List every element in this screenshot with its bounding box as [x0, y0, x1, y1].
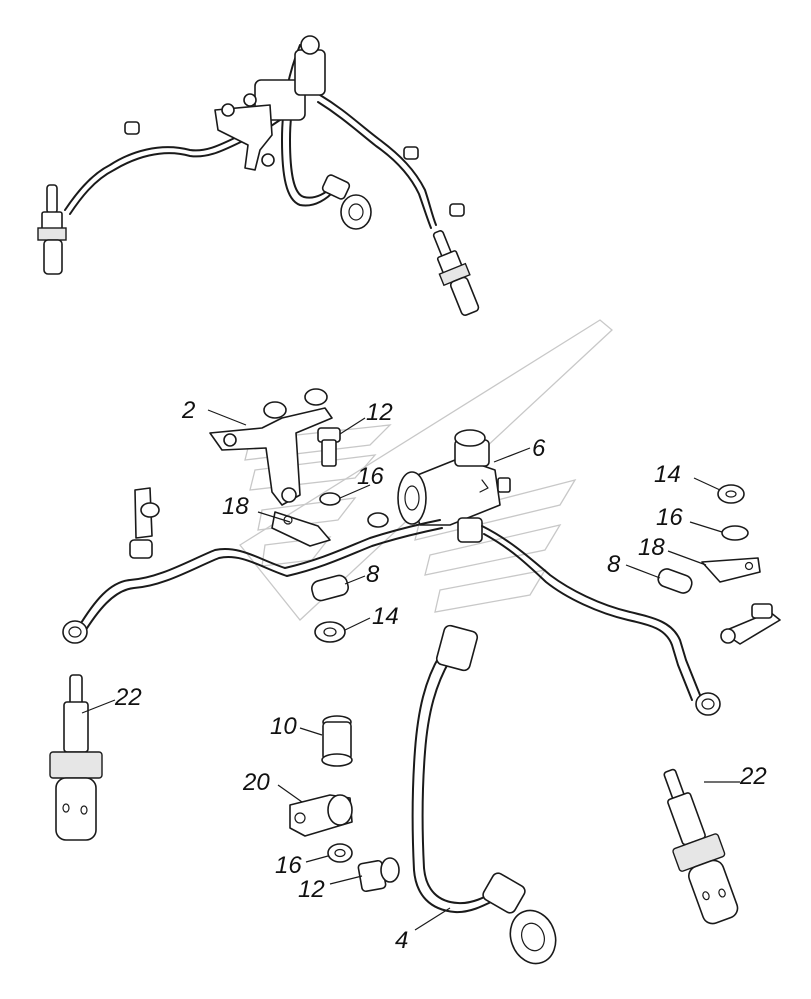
part-18-clamp-right	[701, 557, 761, 583]
callout-20-clamp: 20	[242, 769, 270, 796]
part-6-heater	[397, 429, 511, 543]
clamp-assembled-right	[720, 603, 781, 645]
callout-16-washer-lower: 16	[275, 852, 302, 879]
callout-6-heater: 6	[532, 435, 546, 462]
callout-12-bolt-lower: 12	[298, 876, 325, 903]
part-16-washer-upper	[319, 492, 341, 506]
part-16-washer-lower	[327, 843, 353, 863]
bracket-top	[214, 104, 273, 171]
callout-8-sleeve-center: 8	[366, 561, 380, 588]
part-8-sleeve-right	[657, 568, 693, 594]
callout-22-glow-plug-right: 22	[739, 763, 767, 790]
part-18-clamp-left	[271, 511, 331, 547]
callout-18-clamp-right: 18	[638, 534, 665, 561]
glow-plug-top-right	[432, 230, 480, 316]
callout-2-bracket: 2	[181, 397, 195, 424]
banjo-fitting-top	[340, 194, 372, 230]
callout-14-nut-center: 14	[372, 603, 399, 630]
callout-leaders	[81, 409, 740, 931]
callout-labels: 2 12 6 16 18 14 16 18 8 8 14 22 10 20 16…	[114, 397, 767, 954]
part-12-bolt-lower	[357, 857, 400, 893]
part-8-sleeve-center	[311, 574, 349, 602]
part-22-glow-plug-left	[49, 674, 103, 841]
assembled-harness-view	[37, 35, 480, 316]
part-14-nut-right	[717, 484, 745, 504]
part-20-clamp	[289, 794, 353, 837]
part-4-hose	[411, 624, 557, 965]
callout-14-nut-right: 14	[654, 461, 681, 488]
part-12-bolt-upper	[317, 427, 341, 467]
callout-4-hose: 4	[395, 927, 408, 954]
fuel-pipe-main	[62, 487, 721, 716]
part-16-washer-right	[721, 525, 749, 541]
callout-18-clamp-left: 18	[222, 493, 249, 520]
callout-8-sleeve-right: 8	[607, 551, 621, 578]
part-14-nut-center	[314, 621, 346, 643]
callout-16-washer-right: 16	[656, 504, 683, 531]
part-2-bracket	[209, 388, 333, 506]
glow-plug-top-left	[37, 184, 67, 275]
callout-16-washer-upper: 16	[357, 463, 384, 490]
part-10-bushing	[321, 715, 353, 767]
callout-10-bushing: 10	[270, 713, 297, 740]
callout-22-glow-plug-left: 22	[114, 684, 142, 711]
part-22-glow-plug-right	[663, 768, 739, 925]
callout-12-bolt-upper: 12	[366, 399, 393, 426]
